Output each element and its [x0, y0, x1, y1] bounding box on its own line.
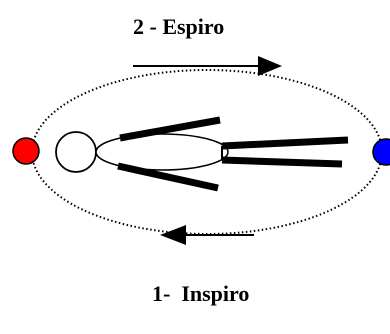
stick-figure-lying-icon	[55, 116, 349, 192]
label-inspiro: 1- Inspiro	[152, 281, 250, 306]
label-espiro: 2 - Espiro	[133, 14, 225, 39]
blue-dot	[372, 138, 390, 166]
arrow-right-icon	[133, 56, 282, 76]
arrow-left-icon	[160, 225, 254, 245]
red-dot	[12, 137, 40, 165]
